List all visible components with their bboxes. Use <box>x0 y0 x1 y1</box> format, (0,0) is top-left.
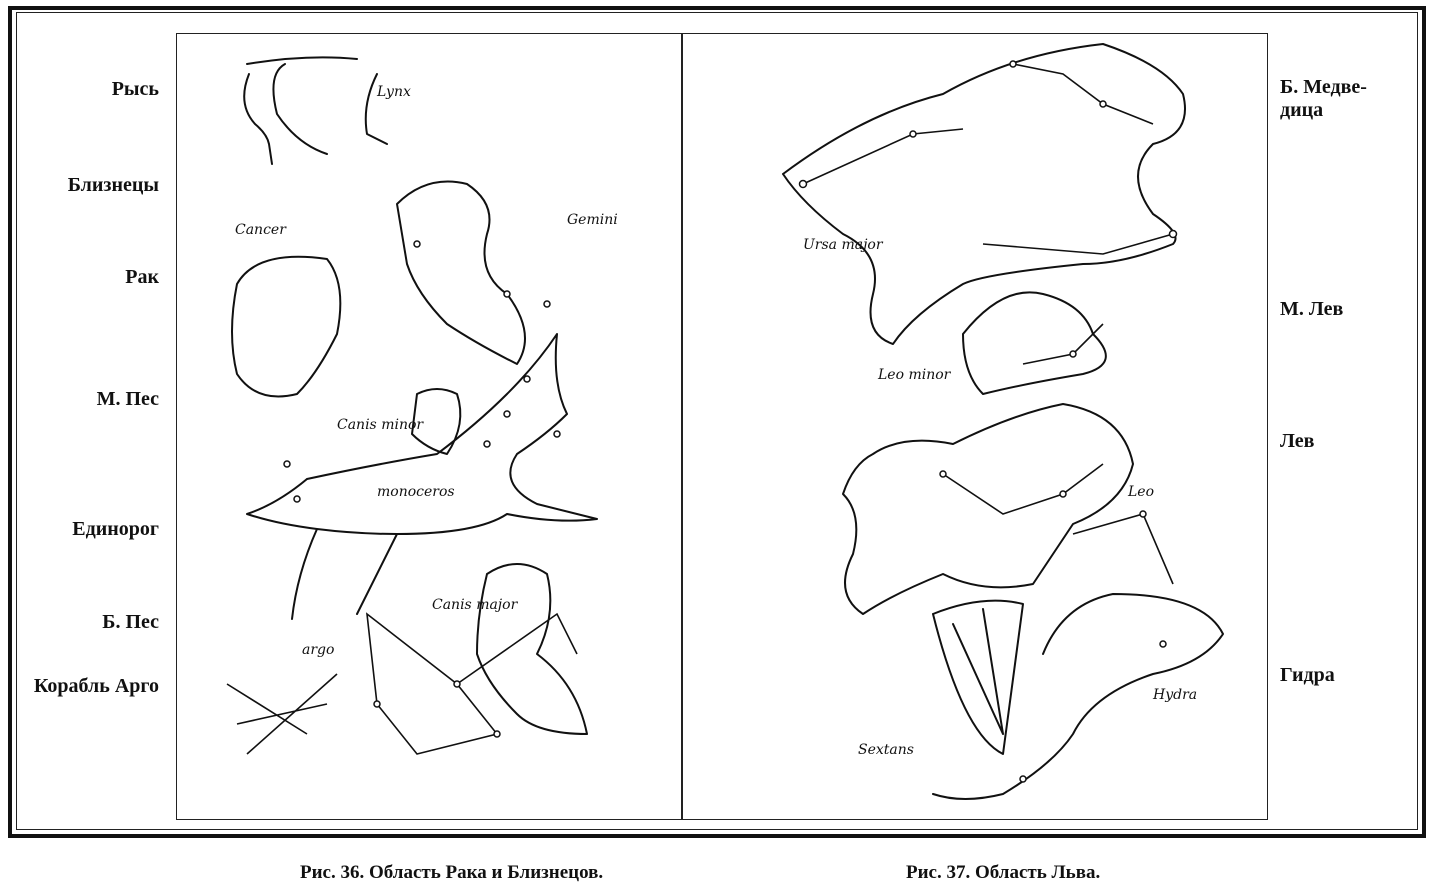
figure-37-drawing: Ursa major Leo minor Leo Hydra Sextans <box>782 43 1224 800</box>
argo-ship-lines <box>226 612 578 755</box>
cancer-figure <box>231 255 342 398</box>
star-markers <box>798 60 1178 783</box>
figure-37-panel: Ursa major Leo minor Leo Hydra Sextans <box>682 33 1268 820</box>
ursa-major-bear <box>782 43 1186 345</box>
label-ursa-major-1: Б. Медве- <box>1280 76 1367 98</box>
leo-minor-lion <box>962 291 1107 395</box>
monoceros-body <box>246 333 598 620</box>
canis-major-dog <box>476 563 588 735</box>
caption-figure-36: Рис. 36. Область Рака и Близнецов. <box>300 862 604 883</box>
label-hydra: Гидра <box>1280 664 1335 686</box>
caption-figure-37: Рис. 37. Область Льва. <box>906 862 1101 883</box>
constellation-lines <box>802 63 1174 585</box>
label-monoceros: Единорог <box>72 518 159 540</box>
sextans-instrument <box>932 599 1024 755</box>
label-canis-minor: М. Пес <box>96 388 159 410</box>
annotation-argo: argo <box>302 642 334 658</box>
annotation-leo-minor: Leo minor <box>877 367 952 383</box>
annotation-monoceros: monoceros <box>377 484 455 500</box>
label-canis-major: Б. Пес <box>102 611 159 633</box>
figure-36-panel: Lynx Cancer Gemini Canis minor monoceros… <box>176 33 682 820</box>
annotation-canis-major: Canis major <box>432 597 519 613</box>
leo-lion <box>842 403 1134 615</box>
annotation-lynx: Lynx <box>376 84 411 100</box>
figure-36-drawing: Lynx Cancer Gemini Canis minor monoceros… <box>226 56 618 755</box>
hydra-serpent <box>932 593 1224 800</box>
annotation-ursa-major: Ursa major <box>803 237 884 253</box>
label-lynx: Рысь <box>111 78 159 100</box>
star-markers <box>283 240 561 738</box>
annotation-canis-minor: Canis minor <box>337 417 424 433</box>
gemini-figures <box>396 180 526 365</box>
annotation-leo: Leo <box>1127 484 1154 500</box>
label-cancer: Рак <box>125 266 159 288</box>
label-argo: Корабль Арго <box>33 675 159 697</box>
label-leo: Лев <box>1280 430 1315 452</box>
page-inner-frame <box>16 12 1418 830</box>
annotation-cancer: Cancer <box>235 222 287 238</box>
lynx-legs <box>243 56 388 165</box>
annotation-sextans: Sextans <box>858 742 914 758</box>
canis-minor-dog <box>411 388 462 455</box>
annotation-hydra: Hydra <box>1152 687 1197 703</box>
annotation-gemini: Gemini <box>567 212 618 228</box>
label-ursa-major-2: дица <box>1280 99 1324 121</box>
label-leo-minor: М. Лев <box>1280 298 1344 320</box>
label-gemini: Близнецы <box>67 174 159 196</box>
page-outer-frame <box>8 6 1426 838</box>
